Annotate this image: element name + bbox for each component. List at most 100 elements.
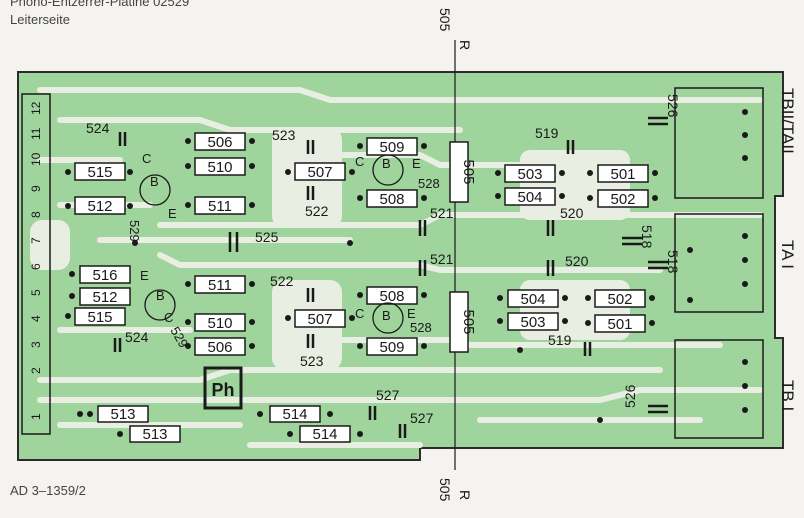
transistor-528-bot [372,302,404,334]
cap-521-top-label: 521 [430,205,454,221]
pin-6: 6 [29,263,43,270]
resistor-502-bot-label: 502 [607,291,632,308]
pin-1: 1 [29,413,43,420]
terminal-b-4: B [156,288,165,303]
pin-4: 4 [29,315,43,322]
transistor-529-top-label: 529 [127,220,142,242]
resistor-511-top [194,196,246,215]
cap-527-a-label: 527 [376,387,400,403]
terminal-e-3: E [407,306,416,321]
resistor-515-bot-label: 515 [87,309,112,326]
resistor-505-bot-label: 505 [460,309,477,334]
resistor-507-bot-label: 507 [307,311,332,328]
cap-523-top-label: 523 [272,127,296,143]
resistor-506-top-label: 506 [207,134,232,151]
resistor-503-bot-label: 503 [520,314,545,331]
resistor-513-b-label: 513 [142,426,167,443]
resistor-504-top [504,187,556,206]
resistor-514-a-label: 514 [282,406,307,423]
resistor-511-bot-label: 511 [208,277,232,294]
resistor-501-bot [594,314,646,333]
terminal-c-4: C [164,310,173,325]
resistor-511-bot [194,275,246,294]
resistor-505-top-label: 505 [460,159,477,184]
resistor-508-top [366,189,418,208]
resistors [74,132,649,443]
terminal-e-1: E [168,206,177,221]
transistors [139,154,404,334]
cap-518-b-label: 518 [665,250,681,274]
cap-519-bot-label: 519 [548,332,572,348]
cap-520-top-label: 520 [560,205,584,221]
resistor-501-top-label: 501 [610,166,635,183]
resistor-513-b [129,425,181,443]
cap-520-bot-label: 520 [565,253,589,269]
resistor-511-top-label: 511 [208,198,232,215]
pin-9: 9 [29,185,43,192]
resistor-512-bot-label: 512 [92,289,117,306]
pin-12: 12 [29,101,43,115]
pin-5: 5 [29,289,43,296]
resistor-510-top-label: 510 [207,159,232,176]
connector-label-tb1: TB I [778,380,797,411]
resistor-507-top [294,162,346,181]
resistor-507-top-label: 507 [307,164,332,181]
resistor-514-a [269,405,321,423]
resistor-503-top [504,164,556,183]
marker-505-top: 505 [437,8,453,32]
resistor-503-top-label: 503 [517,166,542,183]
resistor-513-a [97,405,149,423]
transistor-529-bot [144,289,176,321]
cap-522-top-label: 522 [305,203,329,219]
connector-label-ta1: TA I [778,240,797,269]
connector-label-tbii: TBII/TAII [778,88,797,154]
resistor-515-top-label: 515 [87,164,112,181]
connector-ta1 [674,213,764,313]
ph-logo: Ph [211,380,234,400]
solder-points [65,138,693,437]
resistor-506-bot-label: 506 [207,339,232,356]
resistor-504-bot-label: 504 [520,291,545,308]
resistor-509-bot-label: 509 [379,339,404,356]
cap-524-bot-label: 524 [125,329,149,345]
terminal-c-2: C [355,154,364,169]
resistor-512-top-label: 512 [87,198,112,215]
document-id: AD 3–1359/2 [10,483,86,498]
cap-524-top-label: 524 [86,120,110,136]
cap-525-label: 525 [255,229,279,245]
cap-522-bot-label: 522 [270,273,294,289]
resistor-506-top [194,132,246,151]
resistor-508-top-label: 508 [379,191,404,208]
board-side-label: Leiterseite [10,12,70,27]
cap-523-bot-label: 523 [300,353,324,369]
pin-2: 2 [29,367,43,374]
terminal-b-2: B [382,156,391,171]
resistor-516-label: 516 [92,267,117,284]
terminal-b-1: B [150,174,159,189]
marker-r-top: R [457,40,473,50]
resistor-510-top [194,157,246,176]
resistor-509-bot [366,337,418,356]
terminal-c-1: C [142,151,151,166]
resistor-506-bot [194,337,246,356]
resistor-501-bot-label: 501 [607,316,632,333]
resistor-508-bot-label: 508 [379,288,404,305]
capacitor-symbols [113,116,668,438]
board-title: Phono-Entzerrer-Platine 02529 [10,0,190,9]
cap-526-a-label: 526 [665,94,681,118]
resistor-503-bot [507,312,559,331]
cap-519-top-label: 519 [535,125,559,141]
resistor-509-top-label: 509 [379,139,404,156]
pin-3: 3 [29,341,43,348]
pin-strip [21,93,51,435]
terminal-e-4: E [140,268,149,283]
pin-7: 7 [29,237,43,244]
pin-8: 8 [29,211,43,218]
ph-logo-box [203,366,243,410]
resistor-501-top [597,164,649,183]
marker-r-bottom: R [457,490,473,500]
resistor-515-top [74,162,126,181]
pin-11: 11 [29,127,43,140]
resistor-516 [79,265,131,284]
resistor-515-bot [74,307,126,326]
